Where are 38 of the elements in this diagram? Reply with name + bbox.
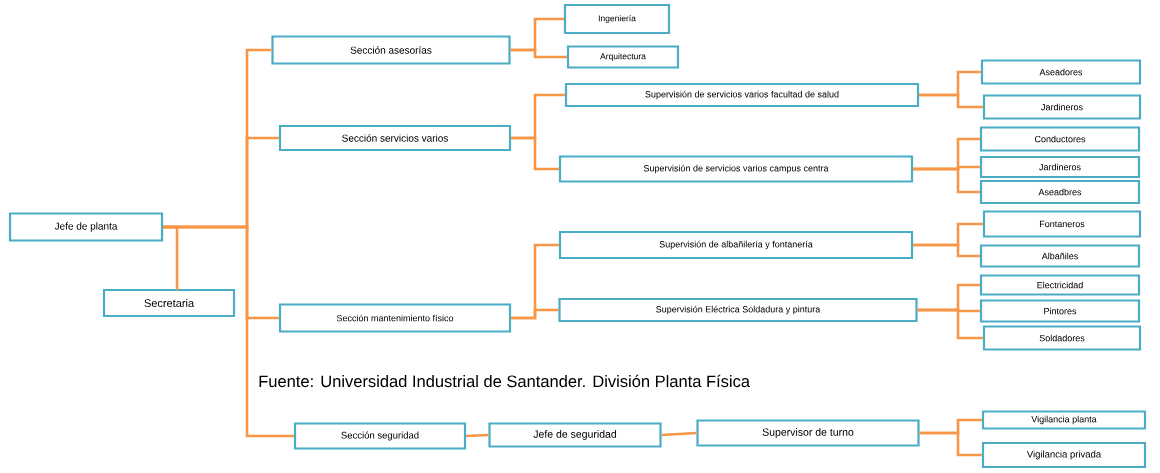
org-box: Supervisión de albañilería y fontanería [558, 230, 914, 260]
connector-line [163, 225, 294, 438]
connector-line [913, 167, 980, 194]
connector-line [917, 308, 983, 340]
org-box: Jefe de planta [8, 212, 164, 242]
org-box: Fontaneros [982, 210, 1142, 238]
org-box: Vigilancia planta [981, 410, 1147, 430]
org-box: Supervisión Eléctrica Soldadura y pintura [558, 297, 918, 323]
org-box: Sección asesorías [271, 35, 511, 65]
org-box: Supervisión de servicios varios campus centra [558, 155, 914, 183]
caption: Fuente: Universidad Industrial de Santander. División Planta Física [259, 374, 750, 388]
org-box: Sección seguridad [293, 422, 467, 450]
org-box: Secretaria [102, 288, 236, 318]
org-box: Soldadores [982, 325, 1142, 351]
connector-line [466, 433, 489, 438]
connector-line [661, 431, 697, 437]
org-box: Sección mantenimiento físico [278, 303, 512, 333]
org-box: Arquitectura [566, 45, 680, 69]
org-box: Jardineros [979, 155, 1141, 179]
connector-line [511, 308, 559, 320]
org-box: Pintores [979, 299, 1141, 323]
connector-line [511, 136, 559, 171]
org-box: Jefe de seguridad [488, 422, 662, 448]
org-box: Jardineros [982, 94, 1142, 120]
org-box: Albañiles [979, 244, 1141, 268]
org-box: Conductores [979, 126, 1141, 152]
org-box: Electricidad [979, 274, 1141, 296]
connector-line [919, 93, 983, 109]
org-box: Sección servicios varios [278, 124, 512, 152]
connector-line [913, 243, 980, 258]
connector-line [919, 431, 982, 457]
connector-line [510, 48, 567, 59]
org-box: Ingeniería [563, 3, 671, 35]
org-box: Supervisión de servicios varios facultad de salud [564, 82, 920, 108]
org-box: Aseadores [980, 59, 1142, 85]
org-box: Aseadbres [979, 179, 1141, 205]
org-box: Vigilancia privada [981, 441, 1147, 469]
org-box: Supervisor de turno [696, 419, 920, 447]
